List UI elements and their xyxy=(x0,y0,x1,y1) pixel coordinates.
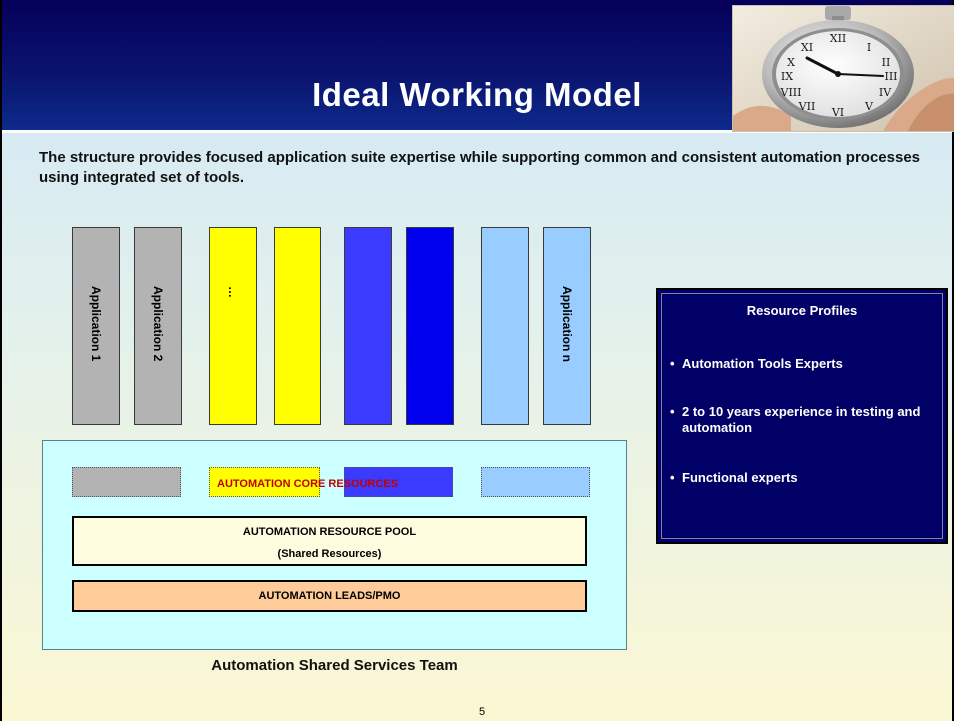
team-label: Automation Shared Services Team xyxy=(211,657,458,674)
column-ellipsis: … xyxy=(209,227,257,425)
svg-text:V: V xyxy=(864,100,874,113)
svg-text:I: I xyxy=(867,41,871,54)
resource-pool-subtitle: (Shared Resources) xyxy=(277,548,382,560)
bullet: • xyxy=(670,356,675,371)
page-number: 5 xyxy=(479,706,486,718)
svg-text:VI: VI xyxy=(831,106,844,119)
bullet: • xyxy=(670,470,675,485)
column-label: … xyxy=(226,286,240,298)
svg-text:IV: IV xyxy=(879,86,892,99)
profile-item-text: Functional experts xyxy=(682,470,798,485)
column-application-2: Application 2 xyxy=(134,227,182,425)
profile-item: • 2 to 10 years experience in testing an… xyxy=(670,404,930,436)
svg-text:IX: IX xyxy=(781,70,793,83)
resource-pool-box: AUTOMATION RESOURCE POOL (Shared Resourc… xyxy=(72,516,587,566)
svg-text:X: X xyxy=(787,56,795,69)
core-slot-gray xyxy=(72,467,181,497)
column-light-blue-1 xyxy=(481,227,529,425)
slide-title: Ideal Working Model xyxy=(312,76,642,113)
resource-profiles-title: Resource Profiles xyxy=(746,303,858,318)
core-slot-yellow xyxy=(209,467,320,497)
svg-text:XII: XII xyxy=(830,32,847,45)
svg-text:XI: XI xyxy=(801,41,813,54)
leads-pmo-box: AUTOMATION LEADS/PMO xyxy=(72,580,587,612)
svg-text:III: III xyxy=(884,70,897,83)
column-yellow-2 xyxy=(274,227,321,425)
profile-item: • Functional experts xyxy=(670,470,930,486)
stopwatch-image: XII I II III IV V VI VII VIII IX X XI xyxy=(732,5,954,132)
profile-item: • Automation Tools Experts xyxy=(670,356,930,372)
resource-profiles-box: Resource Profiles • Automation Tools Exp… xyxy=(656,288,948,544)
svg-text:II: II xyxy=(882,56,891,69)
column-label: Application 1 xyxy=(89,286,103,362)
core-resources-label: AUTOMATION CORE RESOURCES xyxy=(217,478,399,490)
profile-item-text: Automation Tools Experts xyxy=(682,356,843,371)
profile-item-text: 2 to 10 years experience in testing and … xyxy=(682,404,921,435)
resource-pool-title: AUTOMATION RESOURCE POOL xyxy=(242,526,417,538)
column-blue-1 xyxy=(344,227,392,425)
svg-text:VIII: VIII xyxy=(780,86,802,99)
intro-text: The structure provides focused applicati… xyxy=(39,149,921,186)
column-blue-2 xyxy=(406,227,454,425)
column-label: Application 2 xyxy=(151,286,165,362)
svg-text:VII: VII xyxy=(798,100,816,113)
header-divider xyxy=(2,130,952,133)
column-label: Application n xyxy=(560,286,574,362)
core-slot-blue xyxy=(344,467,453,497)
core-slot-light-blue xyxy=(481,467,590,497)
column-application-1: Application 1 xyxy=(72,227,120,425)
column-application-n: Application n xyxy=(543,227,591,425)
bullet: • xyxy=(670,404,675,419)
